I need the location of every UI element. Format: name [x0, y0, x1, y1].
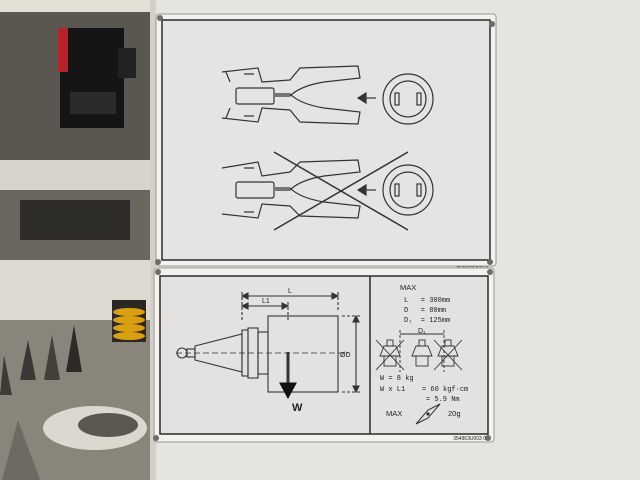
upper-plate: 3521625273 0: [155, 13, 497, 272]
spec-block: MAX L = 300mm D = 80mm D₁ = 125mm: [375, 283, 468, 425]
spec-weight-value: W = 8 kg: [380, 375, 414, 383]
l1-dimension-label: L1: [262, 298, 270, 305]
lower-plate: L1 L ØD W MAX L = 300mm D = 80mm D₁ = 12…: [153, 267, 495, 443]
screw-icon: [489, 21, 495, 27]
tool-holder-diagram: [176, 292, 362, 400]
weight-arrow-label: W: [292, 402, 303, 414]
spec-heading: MAX: [400, 283, 416, 292]
insert-max-label: MAX: [386, 409, 402, 418]
spec-d1-diagram-label: D₁: [418, 328, 426, 335]
screw-icon: [487, 259, 493, 265]
screw-icon: [487, 269, 493, 275]
screw-icon: [153, 435, 159, 441]
spec-d1-value: D₁ = 125mm: [404, 317, 450, 325]
gripper-wrong-icon: [221, 151, 434, 231]
tool-holders: [0, 325, 147, 480]
yellow-spring: [112, 300, 146, 342]
spec-torque-value: = 5.9 Nm: [426, 396, 460, 404]
adjacent-pockets-diagram: [375, 330, 463, 372]
insert-icon: [415, 403, 441, 425]
black-actuator: [58, 28, 136, 128]
screw-icon: [157, 15, 163, 21]
screw-icon: [155, 269, 161, 275]
screw-icon: [485, 435, 491, 441]
spec-moment-value: W x L1 = 60 kgf·cm: [380, 386, 468, 394]
gripper-correct-icon: [221, 65, 434, 125]
spec-l-value: L = 300mm: [404, 297, 450, 305]
spec-d-value: D = 80mm: [404, 307, 446, 315]
lower-plate-serial: 354963U003 0: [453, 436, 486, 442]
od-dimension-label: ØD: [340, 352, 351, 359]
l-dimension-label: L: [288, 288, 292, 295]
insert-weight-value: 20g: [448, 409, 461, 418]
screw-icon: [155, 259, 161, 265]
